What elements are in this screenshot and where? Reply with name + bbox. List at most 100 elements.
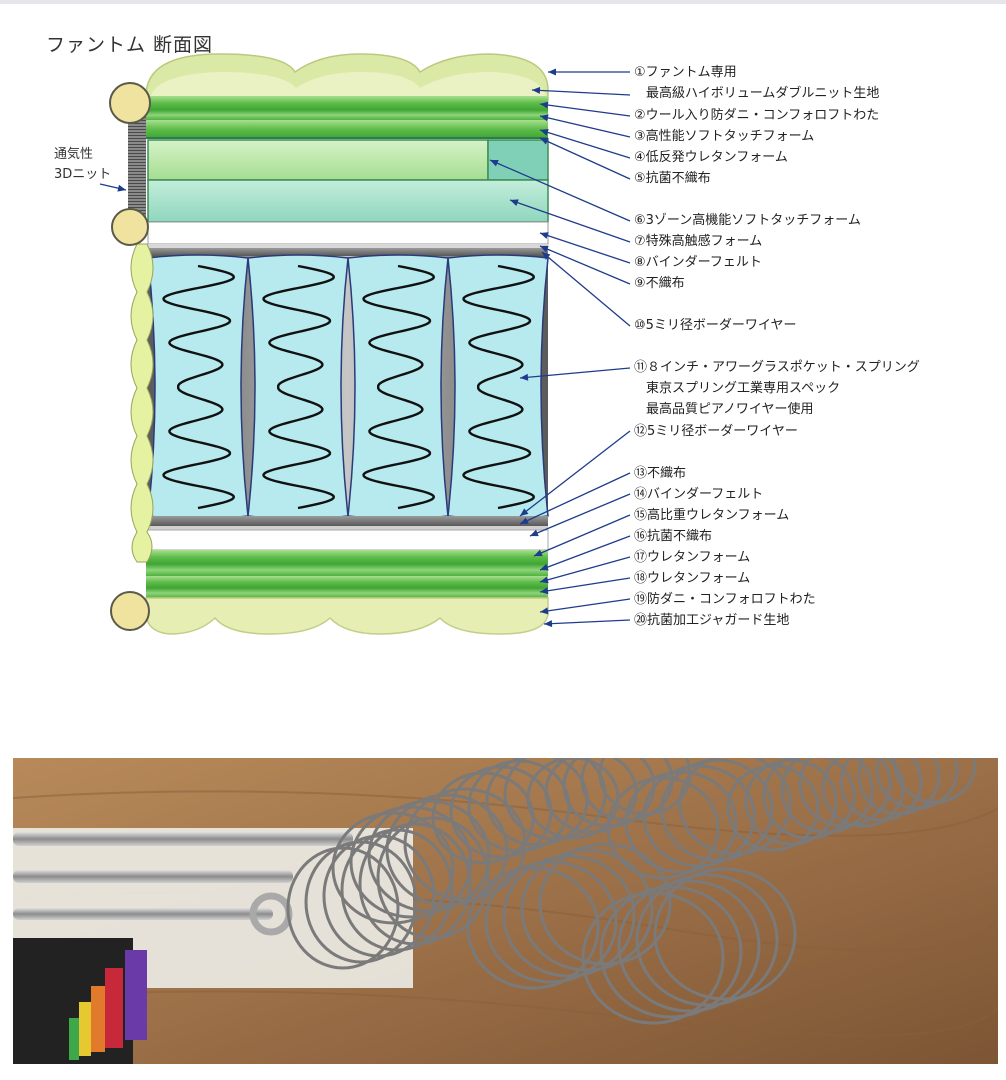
arrowhead <box>117 184 126 192</box>
spring-loop <box>839 758 923 822</box>
leader-line <box>541 251 631 327</box>
spring-loop <box>726 764 820 852</box>
arrowhead <box>520 508 529 516</box>
legend-item-8: ⑧バインダーフェルト <box>634 255 762 270</box>
leader-line <box>539 535 631 571</box>
spring-loop <box>660 758 774 862</box>
spring-pocket <box>447 254 549 520</box>
legend-label: ⑪８インチ・アワーグラスポケット・スプリング <box>634 360 920 375</box>
wrench-2 <box>13 870 293 883</box>
spring-coil <box>262 264 336 510</box>
legend-sublabel: 東京スプリング工業専用スペック <box>646 381 841 396</box>
layer-urethane-foam-1 <box>146 564 548 576</box>
legend-item-4: ④低反発ウレタンフォーム <box>634 150 788 165</box>
legend-item-6: ⑥3ゾーン高機能ソフトタッチフォーム <box>634 213 861 228</box>
spring-loop <box>875 758 959 810</box>
layer-anti-mite-wadding <box>146 588 548 598</box>
legend-item-2: ②ウール入り防ダニ・コンフォロフトわた <box>634 108 880 123</box>
leader-line <box>539 245 631 285</box>
spring-loop <box>304 840 418 964</box>
leader-line <box>539 577 631 593</box>
spring-coil <box>462 264 536 510</box>
legend-item-19: ⑲防ダニ・コンフォロフトわた <box>634 592 816 607</box>
arrowhead <box>540 129 549 136</box>
legend-item-5: ⑤抗菌不織布 <box>634 171 711 186</box>
arrowhead <box>540 576 549 584</box>
piping-bottom <box>110 591 150 631</box>
arrowhead <box>534 549 543 557</box>
arrowhead <box>548 68 556 76</box>
arrowhead <box>540 563 549 571</box>
arrowhead <box>542 252 551 260</box>
spring-pocket <box>247 254 349 520</box>
arrowhead <box>540 587 549 595</box>
springs-photo-illustration <box>13 758 998 1064</box>
leader-line <box>519 367 631 379</box>
bottom-quilt-fabric <box>145 597 549 635</box>
side-knit-lower <box>130 243 154 563</box>
spring-loop <box>678 758 792 856</box>
leader-line <box>539 103 631 117</box>
arrowhead <box>510 199 519 206</box>
spring-loop <box>780 758 874 834</box>
legend-item-11: ⑪８インチ・アワーグラスポケット・スプリング 東京スプリング工業専用スペック 最… <box>634 357 920 420</box>
legend-item-12: ⑫5ミリ径ボーダーワイヤー <box>634 424 798 439</box>
hex-key-red <box>105 968 123 1048</box>
spring-loop <box>484 860 618 984</box>
layer-wool-wadding <box>146 96 548 110</box>
leader-line <box>509 199 631 243</box>
hex-key-purple <box>125 950 147 1040</box>
leader-line <box>533 514 631 557</box>
layer-high-density-foam <box>146 550 548 564</box>
leader-line <box>539 232 631 264</box>
layer-binder-felt-bottom <box>145 529 549 551</box>
spring-loop <box>599 885 743 1019</box>
top-quilt-inner <box>150 72 546 98</box>
spring-loop <box>581 891 725 1025</box>
border-wire-bottom <box>146 516 548 526</box>
leader-line <box>519 472 631 525</box>
spring-loop <box>376 816 490 940</box>
legend-item-18: ⑱ウレタンフォーム <box>634 571 751 586</box>
leader-line <box>539 129 631 159</box>
spring-loop <box>857 758 941 816</box>
side-label-breathable: 通気性 <box>54 147 94 162</box>
arrowhead <box>540 607 549 615</box>
spring-loop <box>798 758 892 828</box>
spring-loop <box>340 828 454 952</box>
legend-item-20: ⑳抗菌加工ジャガード生地 <box>634 613 790 628</box>
layer-special-foam <box>147 179 549 223</box>
wrench-1 <box>13 832 353 846</box>
cross-section-diagram <box>99 53 631 635</box>
arrowhead <box>540 245 549 253</box>
hex-key-orange <box>91 986 105 1052</box>
legend-item-13: ⑬不織布 <box>634 466 687 481</box>
spring-loop <box>358 822 472 946</box>
leader-line <box>539 137 631 180</box>
spring-loop <box>286 846 400 970</box>
loose-springs <box>286 758 977 1025</box>
leader-line <box>539 115 631 138</box>
legend-item-7: ⑦特殊高触感フォーム <box>634 234 763 249</box>
pocket-spring-group <box>147 254 549 520</box>
arrowhead <box>540 232 549 239</box>
leader-line <box>543 619 631 625</box>
legend-item-16: ⑯抗菌不織布 <box>634 529 713 544</box>
legend-item-14: ⑭バインダーフェルト <box>634 487 764 502</box>
arrowhead <box>490 159 499 167</box>
legend-item-10: ⑩5ミリ径ボーダーワイヤー <box>634 318 797 333</box>
arrowhead <box>530 529 539 537</box>
legend-item-1: ①ファントム専用 最高級ハイボリュームダブルニット生地 <box>634 62 879 104</box>
legend-item-15: ⑮高比重ウレタンフォーム <box>634 508 790 523</box>
hex-key-green <box>69 1018 79 1060</box>
layer-3zone-foam <box>147 139 489 181</box>
spring-loop <box>538 842 672 966</box>
spring-pocket <box>147 254 249 520</box>
top-border <box>0 0 1006 4</box>
spring-loop <box>893 758 977 804</box>
arrowhead <box>520 373 529 381</box>
spring-loop <box>617 879 761 1013</box>
layer-binder-felt-top <box>147 221 549 245</box>
leader-line <box>489 159 631 222</box>
layer-soft-touch-foam <box>146 110 548 120</box>
